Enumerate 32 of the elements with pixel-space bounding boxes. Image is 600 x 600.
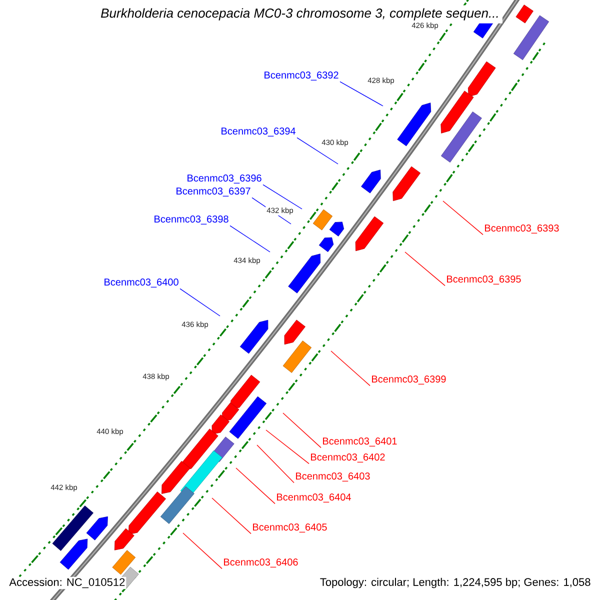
gene-label: Bcenmc03_6402	[311, 454, 385, 462]
gene-label: Bcenmc03_6398	[154, 216, 228, 224]
gene-label: Bcenmc03_6403	[296, 472, 370, 482]
gene-label: Bcenmc03_6400	[104, 278, 178, 288]
leader-line	[282, 412, 322, 448]
leader-line	[404, 252, 446, 286]
leader-line	[262, 184, 302, 210]
leader-line	[212, 498, 252, 534]
leader-line	[230, 225, 270, 252]
leader-line	[182, 532, 222, 570]
gene-label: Bcenmc03_6406	[224, 558, 298, 568]
leader-line	[266, 430, 310, 464]
leader-line	[296, 137, 338, 164]
leader-line	[236, 468, 276, 504]
gene-label: Bcenmc03_6393	[485, 224, 559, 234]
footer-text: Topology: circular; Length: 1,224,595 bp; Genes: 1,058	[320, 578, 590, 588]
title: Burkholderia cenocepacia MC0-3 chromosome 3, complete sequen...	[98, 5, 502, 24]
leader-line	[340, 81, 384, 106]
gene-label: Bcenmc03_6394	[222, 128, 296, 136]
leader-line	[442, 200, 484, 236]
gene-label: Bcenmc03_6395	[447, 276, 521, 284]
gene-label: Bcenmc03_6401	[323, 438, 397, 446]
footer-text: Accession: NC_010512	[8, 576, 126, 590]
gene-label: Bcenmc03_6405	[253, 524, 327, 532]
gene-label: Bcenmc03_6399	[372, 376, 446, 384]
leader-line	[330, 350, 370, 386]
leader-line	[180, 288, 220, 316]
leader-line	[256, 444, 294, 484]
gene-label: Bcenmc03_6404	[277, 494, 351, 502]
gene-label: Bcenmc03_6396	[188, 174, 262, 184]
gene-label: Bcenmc03_6392	[264, 72, 338, 80]
gene-label: Bcenmc03_6397	[176, 188, 250, 196]
